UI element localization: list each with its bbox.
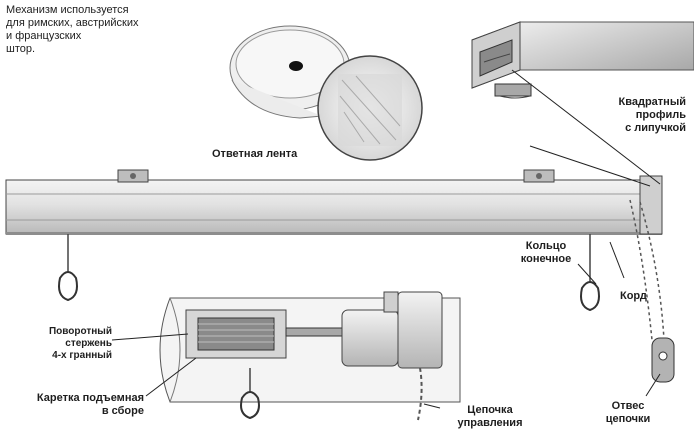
carriage-label: Каретка подъемная в сборе xyxy=(20,392,144,418)
intro-line-1: Механизм используется xyxy=(6,4,129,16)
mechanism-cutaway xyxy=(159,291,461,421)
control-chain-label: Цепочка управления xyxy=(448,404,532,430)
tape-texture-circle xyxy=(317,55,423,161)
cord-label: Корд xyxy=(620,290,647,302)
profile-label-line-2: профиль xyxy=(635,109,686,121)
chain-weight-label: Отвес цепочки xyxy=(596,400,660,426)
tape-label: Ответная лента xyxy=(212,148,298,160)
chain-weight-label-line-2: цепочки xyxy=(605,413,651,425)
chain-image xyxy=(629,199,675,383)
intro-line-3: и французских xyxy=(6,30,82,42)
chain-weight-label-line-1: Отвес xyxy=(611,400,645,412)
carriage-label-line-2: в сборе xyxy=(101,405,144,417)
intro-line-2: для римских, австрийских xyxy=(6,17,139,29)
end-ring-image xyxy=(580,234,600,312)
carriage-label-line-1: Каретка подъемная xyxy=(36,392,144,404)
end-ring-label: Кольцо конечное xyxy=(506,240,586,266)
control-chain-label-line-2: управления xyxy=(457,417,523,429)
profile-label-line-1: Квадратный xyxy=(618,96,686,108)
ring-left xyxy=(58,234,78,302)
rotary-rod-label-line-1: Поворотный xyxy=(48,326,112,337)
intro-text: Механизм используется для римских, австр… xyxy=(6,4,138,56)
rotary-rod-label-line-3: 4-х гранный xyxy=(52,350,112,361)
end-ring-label-line-1: Кольцо xyxy=(525,240,567,252)
intro-line-4: штор. xyxy=(6,43,36,55)
main-rail xyxy=(5,169,663,235)
end-ring-label-line-2: конечное xyxy=(520,253,572,265)
control-chain-label-line-1: Цепочка xyxy=(467,404,513,416)
profile-label: Квадратный профиль с липучкой xyxy=(570,96,686,135)
rotary-rod-label: Поворотный стержень 4-х гранный xyxy=(28,326,112,362)
tape-roll-image xyxy=(229,25,351,119)
square-profile-image xyxy=(471,21,694,99)
rotary-rod-label-line-2: стержень xyxy=(65,338,112,349)
profile-label-line-3: с липучкой xyxy=(625,122,686,134)
leader-lines xyxy=(111,69,661,409)
